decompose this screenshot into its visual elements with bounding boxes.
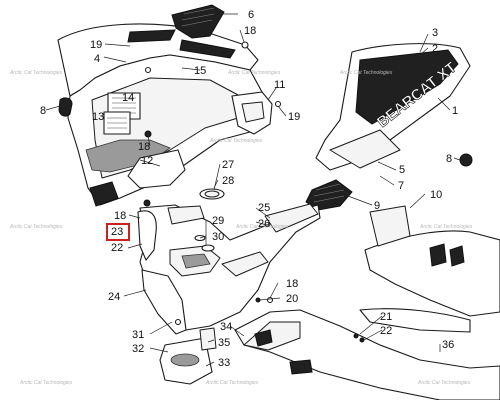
callout-18: 18 — [138, 141, 150, 153]
watermarks: Arctic Cat Technologies Arctic Cat Techn… — [9, 70, 473, 386]
watermark-text: Arctic Cat Technologies — [9, 70, 63, 76]
callout-12: 12 — [141, 155, 153, 167]
callout-18: 18 — [286, 278, 298, 290]
callout-11: 11 — [274, 79, 285, 91]
watermark-text: Arctic Cat Technologies — [209, 138, 263, 144]
highlighted-callout-box — [106, 223, 130, 241]
callout-36: 36 — [442, 339, 454, 351]
vent-grille-9 — [305, 179, 353, 211]
watermark-text: Arctic Cat Technologies — [419, 224, 473, 230]
watermark-text: Arctic Cat Technologies — [9, 224, 63, 230]
belly-pan-center — [137, 188, 321, 335]
callout-22: 22 — [380, 325, 392, 337]
callout-27: 27 — [222, 159, 234, 171]
callout-35: 35 — [218, 337, 230, 349]
callout-5: 5 — [399, 164, 405, 176]
callout-8: 8 — [40, 105, 46, 117]
callout-18: 18 — [114, 210, 126, 222]
callout-6: 6 — [248, 9, 254, 21]
callout-20: 20 — [286, 293, 298, 305]
callout-28: 28 — [222, 175, 234, 187]
callout-8: 8 — [446, 153, 452, 165]
lower-duct-assembly — [159, 318, 217, 385]
callout-13: 13 — [92, 111, 104, 123]
callout-31: 31 — [132, 329, 144, 341]
leader-lines — [45, 13, 461, 367]
callout-4: 4 — [94, 53, 100, 65]
grommet-8-left — [58, 97, 73, 117]
callout-15: 15 — [194, 65, 206, 77]
lower-skid-plate — [234, 308, 500, 400]
callout-21: 21 — [380, 311, 392, 323]
callout-7: 7 — [398, 180, 404, 192]
callout-labels: 6 18 19 4 15 14 13 8 11 19 18 12 3 2 1 8… — [40, 9, 458, 369]
watermark-text: Arctic Cat Technologies — [417, 380, 471, 386]
watermark-text: Arctic Cat Technologies — [205, 380, 259, 386]
callout-2: 2 — [432, 43, 438, 55]
watermark-text: Arctic Cat Technologies — [235, 224, 289, 230]
side-panel-assembly: BEARCAT XT — [315, 43, 471, 171]
callout-23: 23 — [111, 226, 123, 238]
callout-24: 24 — [108, 291, 120, 303]
callout-1: 1 — [452, 105, 458, 117]
watermark-text: Arctic Cat Technologies — [19, 380, 73, 386]
callout-10: 10 — [430, 189, 442, 201]
vent-grille-6 — [171, 4, 225, 39]
callout-29: 29 — [212, 215, 224, 227]
callout-32: 32 — [132, 343, 144, 355]
hood-nose-assembly — [57, 23, 273, 207]
callout-3: 3 — [432, 27, 438, 39]
watermark-text: Arctic Cat Technologies — [227, 70, 281, 76]
watermark-text: Arctic Cat Technologies — [339, 70, 393, 76]
grommet-8-right — [459, 153, 473, 167]
callout-9: 9 — [374, 200, 380, 212]
callout-26: 26 — [258, 218, 270, 230]
callout-19: 19 — [90, 39, 102, 51]
side-panel-10 — [364, 205, 500, 317]
callout-25: 25 — [258, 202, 270, 214]
callout-33: 33 — [218, 357, 230, 369]
callout-22: 22 — [111, 242, 123, 254]
callout-18: 18 — [244, 25, 256, 37]
callout-34: 34 — [220, 321, 232, 333]
callout-14: 14 — [122, 92, 134, 104]
callout-30: 30 — [212, 231, 224, 243]
callout-19: 19 — [288, 111, 300, 123]
